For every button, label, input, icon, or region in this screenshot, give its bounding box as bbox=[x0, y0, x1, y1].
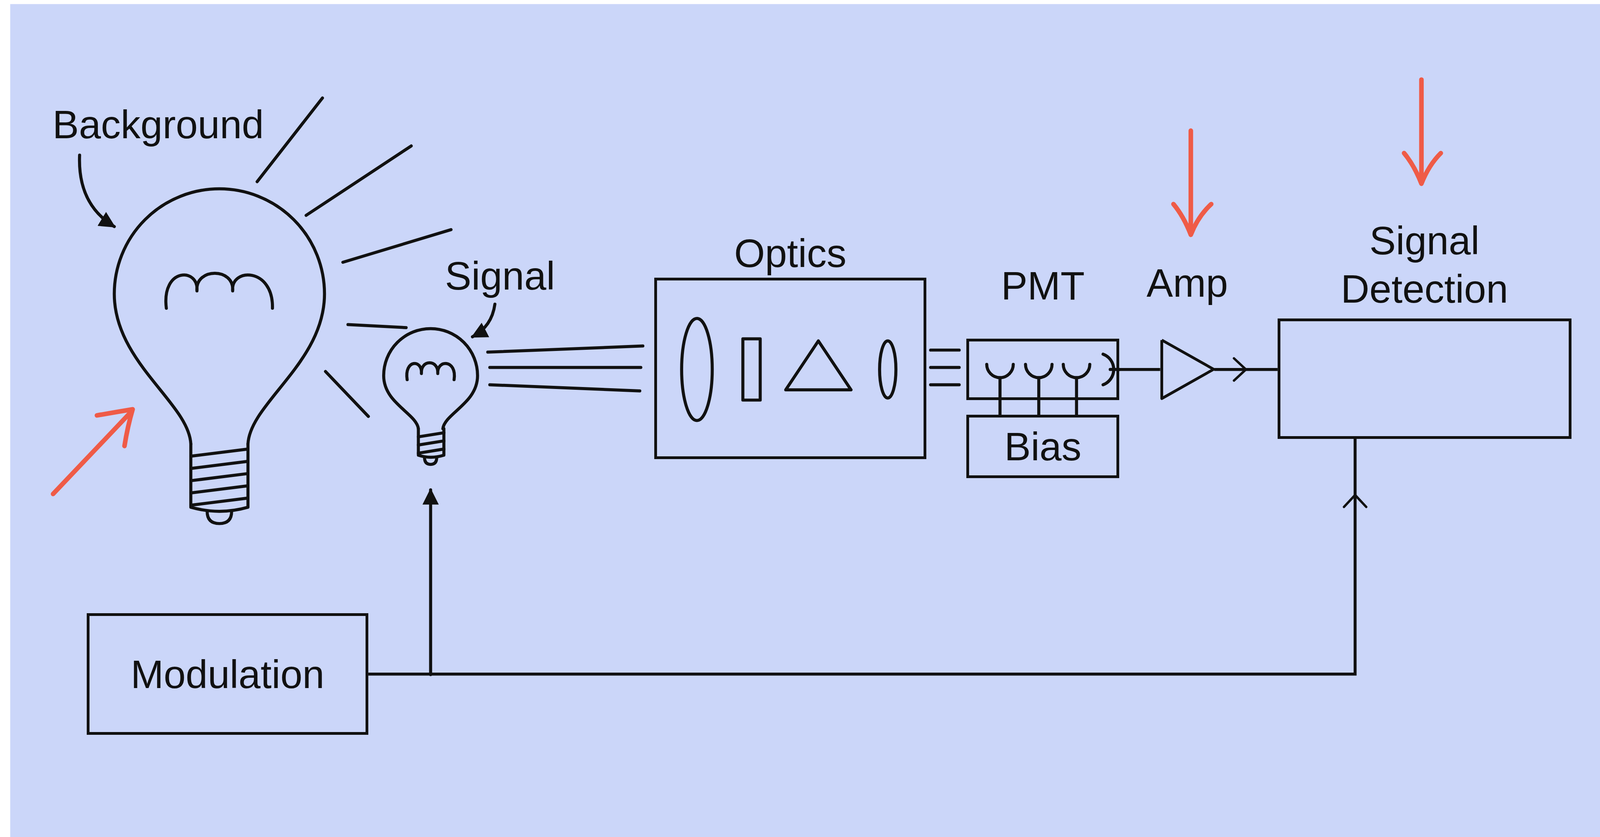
node-heading: Signal Detection bbox=[1313, 216, 1536, 313]
arrowhead bbox=[1234, 358, 1246, 381]
node-heading: PMT bbox=[1001, 261, 1085, 310]
annotation-arrow bbox=[1403, 79, 1441, 184]
annotation-arrow bbox=[53, 409, 133, 494]
optics-box: Optics bbox=[654, 277, 927, 460]
node-label: Modulation bbox=[130, 650, 325, 698]
signal-lamp bbox=[383, 328, 478, 465]
node-label: Bias bbox=[1004, 422, 1082, 471]
bias-box: Bias bbox=[966, 414, 1120, 479]
signal-detection-box: Signal Detection bbox=[1277, 318, 1572, 439]
connector-group bbox=[1214, 358, 1278, 381]
annotation-arrow bbox=[1173, 130, 1212, 235]
node-heading: Optics bbox=[734, 228, 847, 278]
part-label: Signal bbox=[445, 251, 556, 300]
amplifier-symbol bbox=[1161, 340, 1214, 399]
amplifier-outline bbox=[1160, 338, 1215, 400]
signal-wire bbox=[1119, 367, 1160, 372]
connector-group bbox=[1119, 369, 1160, 370]
leader-arrow bbox=[79, 155, 115, 227]
background-lamp bbox=[114, 188, 325, 524]
bias-leads bbox=[1000, 377, 1077, 416]
pmt-box: PMT bbox=[966, 338, 1120, 400]
pmt-dynodes bbox=[986, 354, 1120, 385]
connector-group bbox=[368, 438, 1367, 675]
signal-beam bbox=[487, 345, 644, 391]
amplifier-triangle: Amp bbox=[1160, 338, 1215, 400]
arrowhead bbox=[1344, 495, 1367, 507]
signal-wire bbox=[368, 438, 1356, 675]
node-heading: Amp bbox=[1146, 258, 1229, 307]
modulation-branch bbox=[428, 489, 433, 675]
part-label: Background bbox=[52, 100, 265, 149]
optical-elements bbox=[681, 318, 896, 421]
modulation-box: Modulation bbox=[86, 613, 369, 735]
beam-to-pmt bbox=[930, 350, 960, 385]
background-panel bbox=[10, 3, 1600, 837]
leader-arrow bbox=[472, 304, 496, 337]
